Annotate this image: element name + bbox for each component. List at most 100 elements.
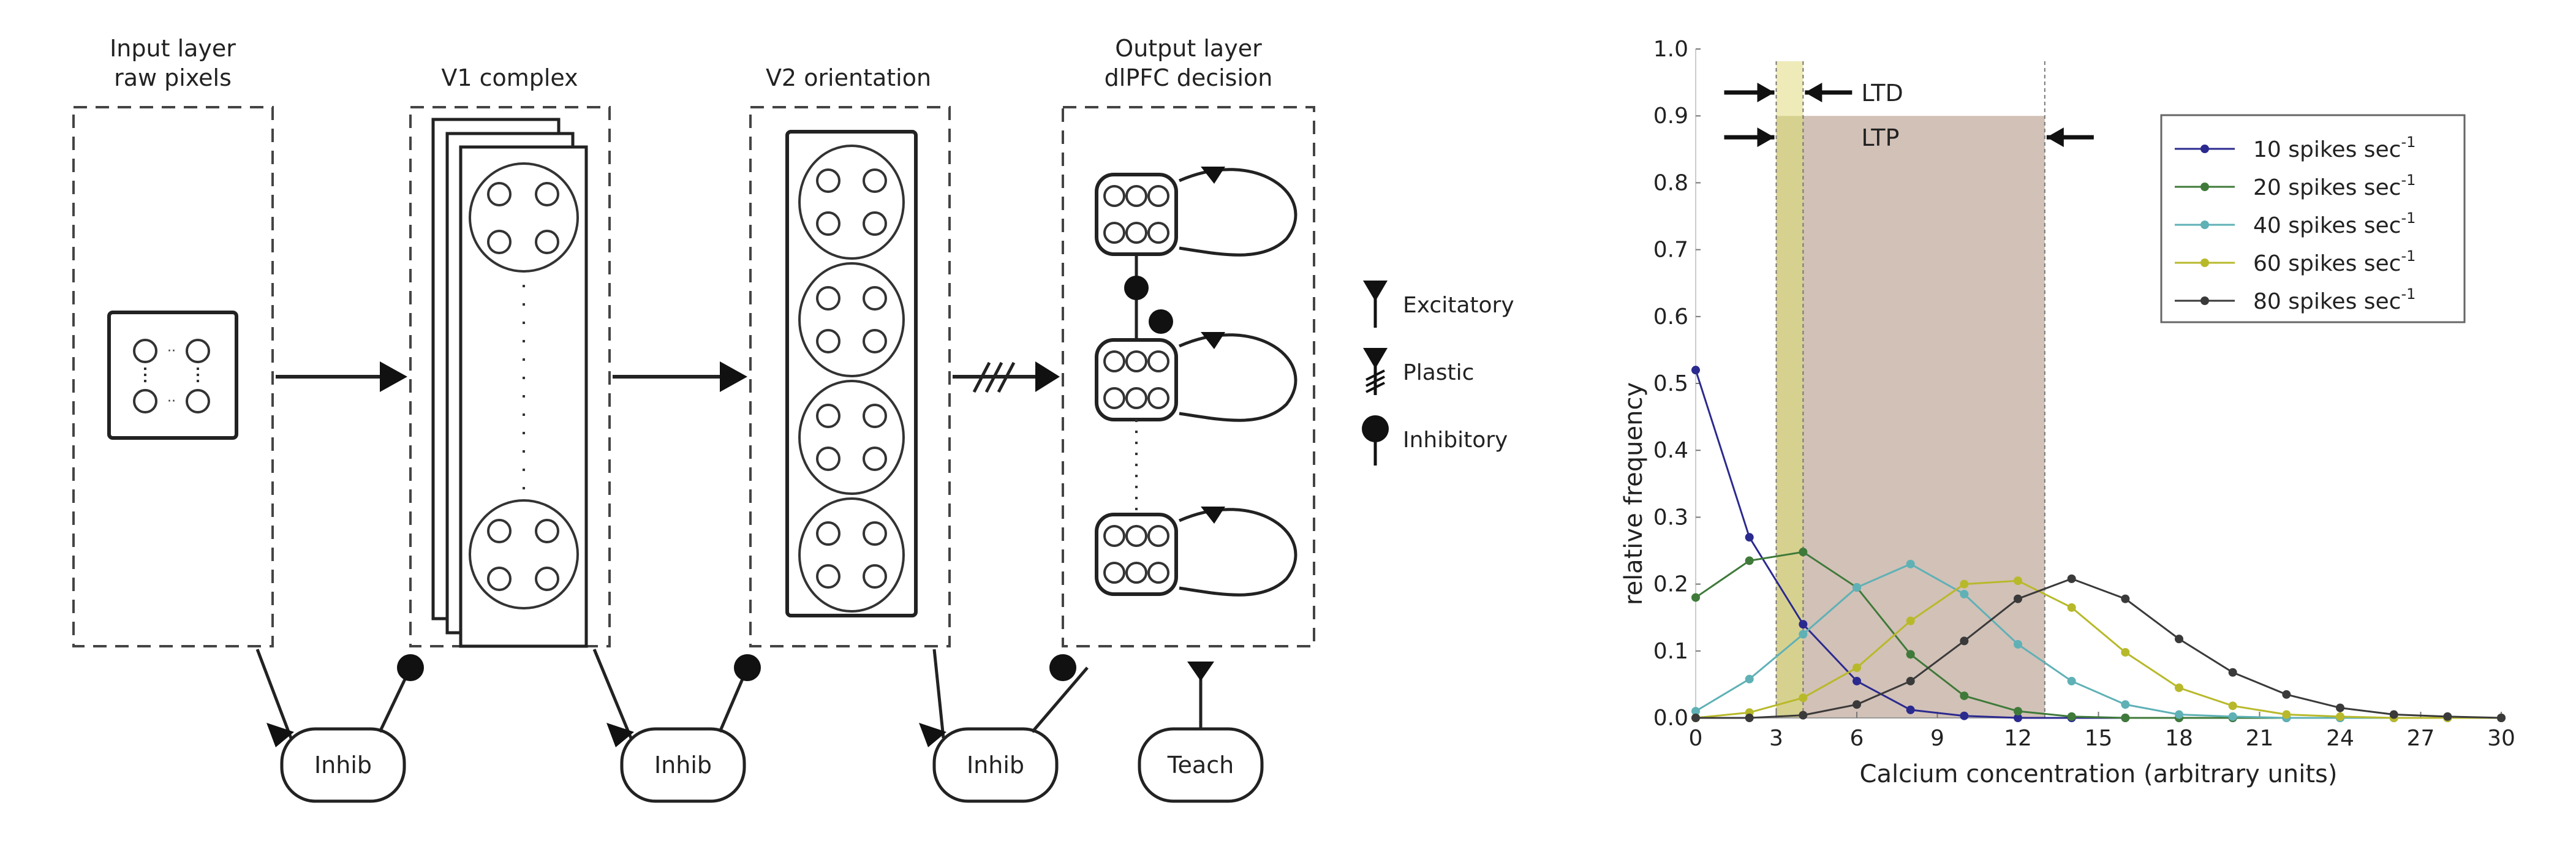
data-point — [2389, 714, 2398, 722]
data-point — [1853, 700, 1861, 709]
plastic-synapse-icon — [1363, 348, 1388, 395]
excitatory-connection-input-v1 — [276, 361, 407, 392]
data-point — [1691, 366, 1700, 375]
chart-legend: 10 spikes sec-1 20 spikes sec-1 40 spikes … — [2160, 114, 2466, 323]
y-tick-label: 0.1 — [1653, 639, 1688, 664]
excitatory-synapse-icon — [1363, 281, 1388, 328]
data-point — [2443, 714, 2452, 722]
data-point — [2121, 700, 2130, 709]
data-point — [2282, 714, 2291, 722]
x-tick-label: 15 — [2085, 726, 2113, 751]
data-point — [2228, 701, 2237, 711]
data-point — [2497, 714, 2506, 722]
layer-title-input-2: raw pixels — [114, 64, 232, 91]
data-point — [2282, 710, 2291, 719]
data-point — [1799, 620, 1808, 629]
data-point — [2228, 714, 2237, 722]
ltd-arrow-right — [1805, 82, 1853, 102]
data-point — [2121, 714, 2130, 722]
data-point — [2389, 714, 2398, 722]
legend-item: 10 spikes sec-1 — [2175, 134, 2415, 162]
series-path — [1694, 369, 2501, 719]
inhib-node: Inhib — [255, 649, 424, 803]
data-point — [1853, 663, 1861, 673]
data-point — [2175, 714, 2183, 722]
v1-feature-maps — [431, 118, 588, 648]
x-tick-label: 18 — [2165, 726, 2193, 751]
data-point — [1691, 707, 1700, 716]
data-point — [2121, 594, 2130, 603]
data-point — [1799, 693, 1808, 703]
data-point — [1906, 559, 1915, 568]
ltp-region — [1776, 116, 2045, 718]
ltd-label: LTD — [1861, 80, 1903, 107]
data-point — [2282, 714, 2291, 722]
data-point — [2228, 714, 2237, 722]
layer-title-v2: V2 orientation — [766, 64, 931, 91]
data-point — [1853, 583, 1861, 592]
data-point — [2282, 714, 2291, 722]
data-point — [2336, 712, 2344, 721]
ltp-arrow-right — [2046, 127, 2094, 148]
data-point — [2067, 712, 2076, 721]
legend-item: 80 spikes sec-1 — [2175, 285, 2415, 314]
y-tick-label: 0.9 — [1653, 104, 1688, 129]
data-point — [2067, 676, 2076, 685]
x-tick-label: 21 — [2246, 726, 2274, 751]
y-tick-label: 0.6 — [1653, 304, 1688, 330]
data-point — [2389, 710, 2398, 719]
y-tick-label: 0.5 — [1653, 371, 1688, 396]
v1-layer-box — [409, 106, 611, 647]
x-tick-label: 12 — [2004, 726, 2032, 751]
series-line — [1691, 559, 2506, 722]
data-point — [1853, 583, 1861, 592]
legend-label: 40 spikes sec-1 — [2253, 209, 2415, 238]
input-pixel-grid: ·· ·· — [107, 311, 238, 440]
x-tick-label: 3 — [1769, 726, 1783, 751]
inhib-node: Inhib — [592, 649, 761, 803]
data-point — [1799, 548, 1808, 557]
legend-label: 20 spikes sec-1 — [2253, 172, 2415, 200]
data-point — [1906, 650, 1915, 659]
ltd-region-top — [1776, 61, 1804, 116]
series-line — [1691, 366, 2506, 722]
legend-label: 80 spikes sec-1 — [2253, 285, 2415, 314]
data-point — [2175, 683, 2183, 692]
series-line — [1691, 576, 2506, 722]
data-point — [2175, 635, 2183, 644]
data-point — [1691, 593, 1700, 602]
data-point — [1960, 711, 1969, 720]
node-label: Inhib — [654, 752, 712, 779]
node-label: Teach — [1167, 752, 1234, 779]
x-tick-label: 6 — [1850, 726, 1864, 751]
excitatory-connection-v1-v2 — [613, 361, 747, 392]
svg-text:··: ·· — [167, 394, 176, 409]
data-point — [1960, 579, 1969, 589]
data-point — [2175, 714, 2183, 722]
ltd-region — [1776, 61, 1804, 718]
y-tick-label: 1.0 — [1653, 37, 1688, 62]
data-point — [1960, 589, 1969, 598]
data-point — [2067, 603, 2076, 612]
v2-layer-box — [749, 106, 951, 647]
y-tick-label: 0.4 — [1653, 438, 1688, 463]
data-point — [2497, 714, 2506, 722]
data-point — [1799, 630, 1808, 639]
legend-item: 40 spikes sec-1 — [2175, 209, 2415, 238]
data-point — [2282, 690, 2291, 699]
data-point — [1960, 636, 1969, 646]
v2-orientation-cell — [798, 262, 905, 377]
data-point — [1745, 708, 1754, 717]
series-path — [1695, 563, 2501, 719]
inhib-node: Inhib — [919, 649, 1089, 803]
layer-title-input-1: Input layer — [110, 35, 236, 62]
output-unit — [1095, 332, 1297, 422]
data-point — [1745, 714, 1754, 722]
data-point — [1960, 691, 1969, 700]
data-point — [2443, 714, 2452, 722]
data-point — [2121, 647, 2130, 657]
node-label: Inhib — [314, 752, 372, 779]
x-axis-label: Calcium concentration (arbitrary units) — [1860, 760, 2338, 788]
data-point — [2175, 710, 2183, 719]
v2-orientation-cell — [798, 497, 905, 613]
